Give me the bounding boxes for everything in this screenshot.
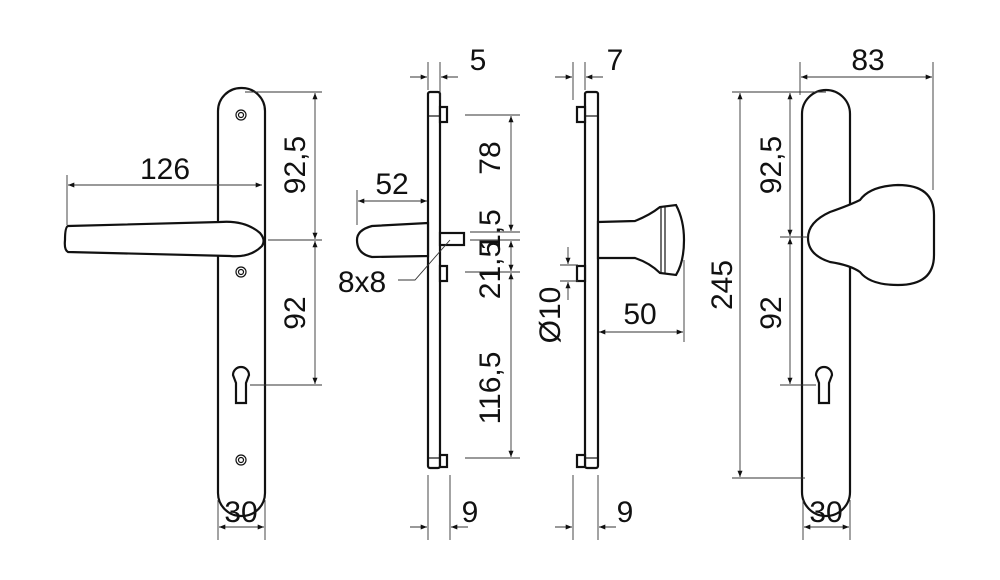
backplate [800,88,852,518]
dim-plate-thickness: 7 [607,44,624,77]
dim-plate-thickness: 5 [470,44,487,77]
dim-lever-projection: 52 [375,168,408,201]
dim-plate-width: 30 [809,496,842,529]
knob [806,183,936,287]
side-view-lever: 5 52 8x8 78 1,5 21,5 116,5 9 [338,44,520,540]
lever-handle [63,220,265,258]
screw-icon [235,266,247,278]
dim-screw-diameter: Ø10 [534,287,567,344]
dim-spindle-offset: 1,5 [474,209,507,251]
knob [596,203,686,277]
dim-screw-to-bottom: 116,5 [474,352,507,425]
dim-spindle: 8x8 [338,266,386,299]
front-view-knob: 83 245 92,5 92 30 [706,44,936,540]
dim-width: 126 [140,153,190,186]
dim-width: 83 [851,44,884,77]
dim-top-to-spindle: 78 [474,141,507,174]
backplate [216,86,267,518]
dim-axis-to-cylinder: 92 [279,296,312,329]
screw-icon [235,454,247,466]
dim-plate-width: 30 [224,496,257,529]
dim-spindle-to-screw: 21,5 [474,241,507,299]
backplate-side [583,90,600,470]
front-view-lever: 126 92,5 92 30 [63,86,322,540]
dim-base-depth: 9 [462,496,479,529]
backplate-side [426,90,442,470]
dim-top-to-axis: 92,5 [755,136,788,194]
cylinder-keyhole [231,365,251,405]
dim-top-to-axis: 92,5 [279,136,312,194]
spindle [438,231,466,247]
dim-axis-to-cylinder: 92 [755,296,788,329]
side-view-knob: 7 Ø10 50 9 [534,44,686,540]
dim-knob-projection: 50 [623,298,656,331]
cylinder-keyhole [814,365,834,405]
dim-base-depth: 9 [617,496,634,529]
lever-stub [355,221,430,259]
screw-icon [235,109,247,121]
dim-total-height: 245 [706,260,739,310]
